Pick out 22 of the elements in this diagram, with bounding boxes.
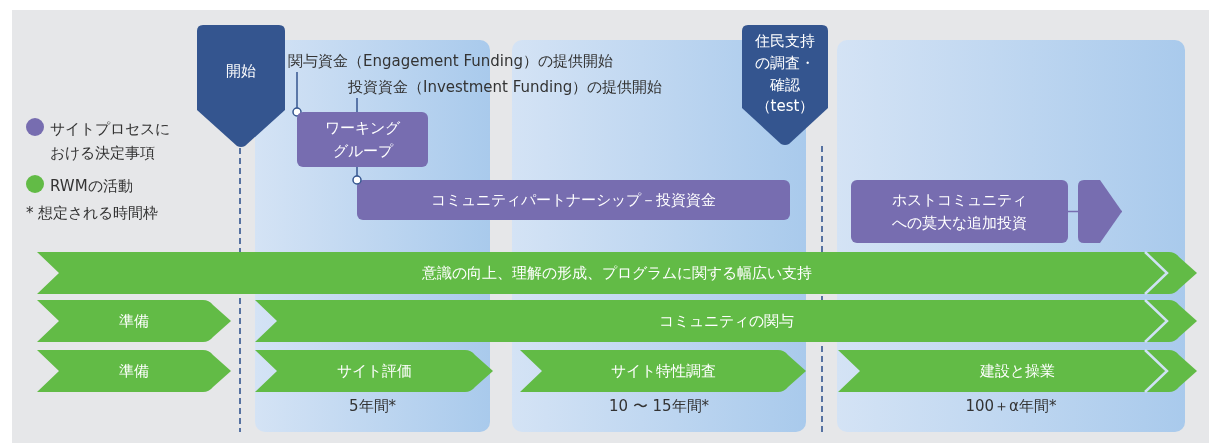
duration-label: 10 〜 15年間*: [608, 397, 710, 416]
activity-bar: 意識の向上、理解の形成、プログラムに関する幅広い支持: [37, 252, 1197, 294]
activity-bar: 準備: [37, 350, 231, 392]
activity-bar: 準備: [37, 300, 231, 342]
decision-box: ワーキンググループ: [297, 112, 428, 167]
leader-line: [292, 71, 302, 117]
duration-label: 5年間*: [348, 397, 396, 416]
duration-label: 100＋α年間*: [965, 397, 1057, 416]
legend-text: サイトプロセスにおける決定事項: [50, 119, 171, 164]
funding-note: 関与資金（Engagement Funding）の提供開始: [288, 51, 668, 71]
activity-bar: コミュニティの関与: [255, 300, 1197, 342]
activity-bar: サイト特性調査: [520, 350, 806, 392]
decision-box: ホストコミュニティへの莫大な追加投資: [851, 180, 1068, 243]
activity-bar: サイト評価: [255, 350, 493, 392]
milestone-marker: 住民支持の調査・確認（test）: [742, 25, 828, 146]
decision-box: コミュニティパートナーシップ－投資資金: [357, 180, 790, 220]
milestone-marker: 開始: [197, 25, 285, 148]
note-text: * 想定される時間枠: [26, 204, 159, 223]
funding-note: 投資資金（Investment Funding）の提供開始: [348, 77, 718, 97]
leader-line: [352, 97, 362, 185]
activity-bar: 建設と操業: [838, 350, 1197, 392]
legend-text: RWMの活動: [50, 176, 134, 197]
